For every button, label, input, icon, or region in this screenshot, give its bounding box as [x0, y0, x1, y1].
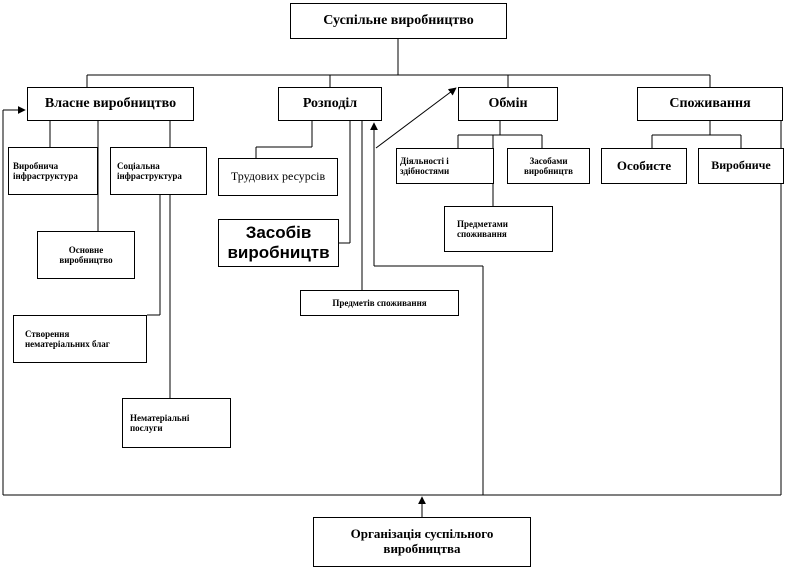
activities-abilities-box: Діяльності і здібностями	[396, 148, 494, 184]
means-of-production-box: Засобів виробництв	[218, 219, 339, 267]
organization-box: Організація суспільного виробництва	[313, 517, 531, 567]
productive-consumption-box: Виробниче	[698, 148, 784, 184]
labor-resources-box: Трудових ресурсів	[218, 158, 338, 196]
productive-consumption-label: Виробниче	[711, 158, 771, 173]
exchange-label: Обмін	[488, 95, 528, 111]
distribution-label: Розподіл	[302, 95, 358, 111]
production-infrastructure-box: Виробнича інфраструктура	[8, 147, 98, 195]
main-production-box: Основне виробництво	[37, 231, 135, 279]
main-production-label: Основне виробництво	[59, 244, 113, 265]
organization-label: Організація суспільного виробництва	[350, 526, 494, 556]
exchange-consumer-goods-label: Предметами споживання	[457, 218, 508, 239]
nonmaterial-goods-label: Створення нематеріальних благ	[25, 328, 110, 349]
nonmaterial-goods-box: Створення нематеріальних благ	[13, 315, 147, 363]
activities-abilities-label: Діяльності і здібностями	[400, 155, 450, 176]
nonmaterial-services-label: Нематеріальні послуги	[130, 412, 190, 433]
labor-resources-label: Трудових ресурсів	[230, 169, 326, 184]
exchange-means-box: Засобами виробництв	[507, 148, 590, 184]
own-production-label: Власне виробництво	[44, 95, 177, 111]
consumption-label: Споживання	[669, 95, 751, 111]
distribution-box: Розподіл	[278, 87, 382, 121]
nonmaterial-services-box: Нематеріальні послуги	[122, 398, 231, 448]
personal-consumption-box: Особисте	[601, 148, 687, 184]
exchange-box: Обмін	[458, 87, 558, 121]
production-infrastructure-label: Виробнича інфраструктура	[13, 160, 78, 181]
root-label: Суспільне виробництво	[323, 12, 474, 28]
root-box: Суспільне виробництво	[290, 3, 507, 39]
exchange-means-label: Засобами виробництв	[524, 155, 573, 176]
personal-consumption-label: Особисте	[616, 157, 672, 173]
social-infrastructure-box: Соціальна інфраструктура	[110, 147, 207, 195]
distribution-exchange-arrow	[375, 87, 457, 149]
consumption-box: Споживання	[637, 87, 783, 121]
means-of-production-label: Засобів виробництв	[227, 223, 330, 262]
own-production-box: Власне виробництво	[27, 87, 194, 121]
social-infrastructure-label: Соціальна інфраструктура	[117, 160, 182, 181]
consumer-goods-label: Предметів споживання	[332, 297, 427, 308]
exchange-consumer-goods-box: Предметами споживання	[444, 206, 553, 252]
consumer-goods-box: Предметів споживання	[300, 290, 459, 316]
